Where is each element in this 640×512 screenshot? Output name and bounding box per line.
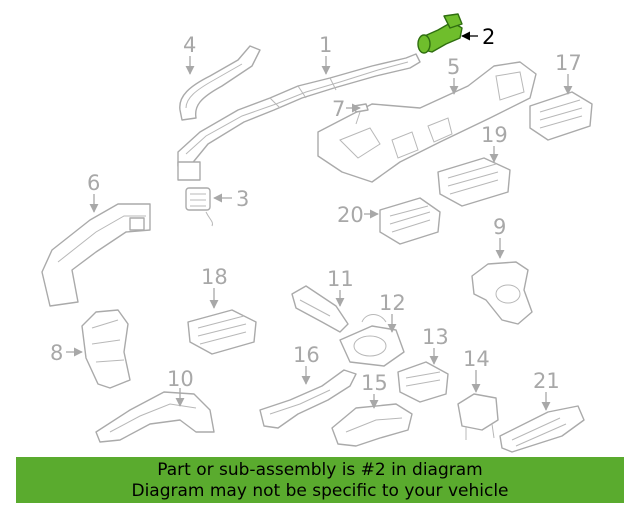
callout-18: 18 — [201, 265, 228, 289]
callout-10: 10 — [167, 367, 194, 391]
callout-6: 6 — [87, 171, 100, 195]
callout-20: 20 — [337, 203, 364, 227]
callout-16: 16 — [293, 343, 320, 367]
callout-21: 21 — [533, 369, 560, 393]
parts-diagram: 1 2 3 4 5 6 7 8 9 10 11 12 13 14 15 16 1… — [41, 13, 593, 453]
part-17-vent — [529, 91, 593, 141]
part-5-distribution-assembly — [317, 61, 537, 183]
part-14-housing — [457, 393, 499, 440]
callout-13: 13 — [422, 325, 449, 349]
part-12-actuator — [339, 314, 405, 367]
part-6-left-duct — [41, 203, 151, 307]
callout-9: 9 — [493, 215, 506, 239]
leader-lines — [66, 31, 573, 411]
callout-11: 11 — [327, 267, 354, 291]
part-16-floor-duct — [259, 369, 357, 429]
part-21-vent — [499, 405, 585, 453]
info-banner: Part or sub-assembly is #2 in diagram Di… — [16, 457, 624, 503]
part-18-vent — [187, 309, 257, 355]
callout-7: 7 — [332, 97, 345, 121]
part-15-duct — [331, 403, 413, 447]
banner-line-1: Part or sub-assembly is #2 in diagram — [157, 460, 483, 480]
callout-labels: 1 2 3 4 5 6 7 8 9 10 11 12 13 14 15 16 1… — [50, 25, 582, 395]
part-13-vent — [397, 361, 449, 403]
callout-12: 12 — [379, 291, 406, 315]
part-1-main-duct — [177, 53, 421, 181]
part-2-highlighted — [417, 13, 463, 54]
part-11-connector — [291, 285, 349, 333]
callout-5: 5 — [447, 55, 460, 79]
part-8-duct — [81, 309, 131, 389]
callout-17: 17 — [555, 51, 582, 75]
callout-2: 2 — [482, 25, 495, 49]
callout-19: 19 — [481, 123, 508, 147]
banner-line-2: Diagram may not be specific to your vehi… — [131, 481, 509, 501]
callout-15: 15 — [361, 371, 388, 395]
part-10-bracket-duct — [95, 391, 215, 443]
callout-14: 14 — [463, 347, 490, 371]
part-3-connector — [185, 187, 213, 227]
callout-8: 8 — [50, 341, 63, 365]
part-4-curved-duct — [179, 45, 261, 121]
callout-1: 1 — [319, 33, 332, 57]
part-9-elbow — [471, 261, 533, 325]
part-20-vent — [379, 197, 441, 245]
callout-3: 3 — [236, 187, 249, 211]
part-19-vent — [437, 157, 511, 207]
callout-4: 4 — [183, 33, 196, 57]
